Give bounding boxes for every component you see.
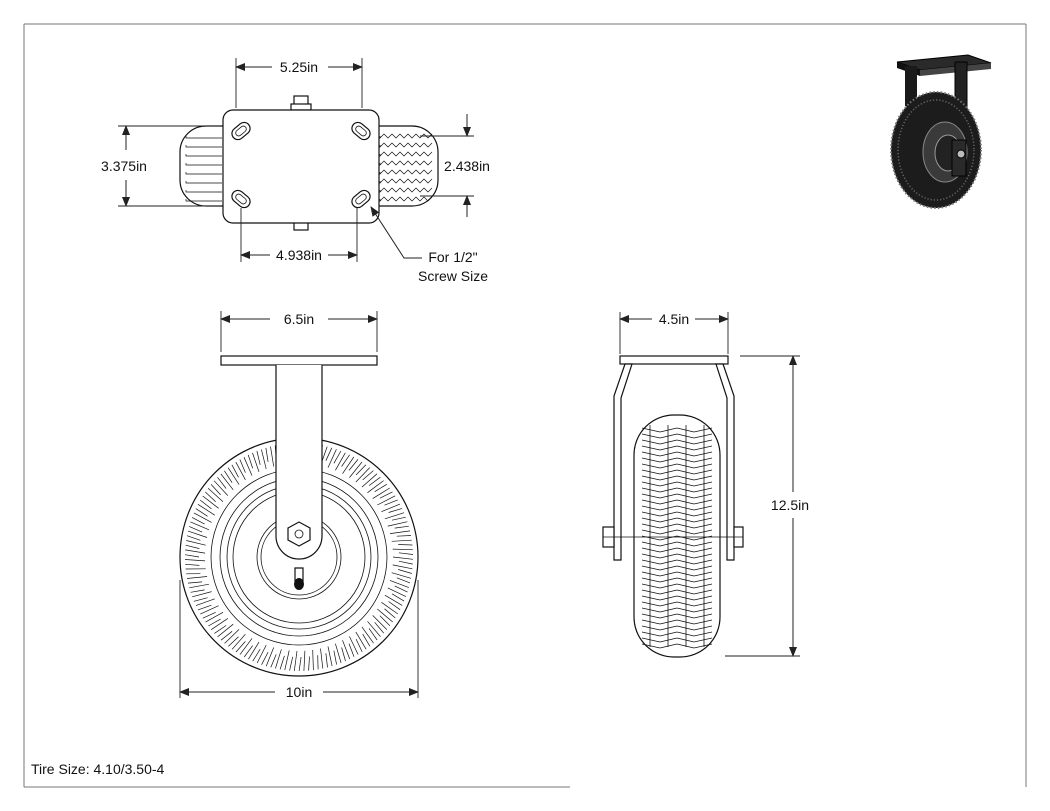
dim-top-hole-spacing-width: 4.938in xyxy=(276,247,322,263)
dim-side-height: 12.5in xyxy=(771,497,809,513)
top-view: 5.25in 3.375in 2.438in 4.938in For 1/2" … xyxy=(101,58,490,284)
caster-isometric-thumbnail xyxy=(890,54,992,209)
dim-top-plate-width: 5.25in xyxy=(280,59,318,75)
dim-top-hole-spacing-depth: 2.438in xyxy=(444,158,490,174)
side-view: 4.5in 12.5in xyxy=(602,311,809,658)
dim-side-width: 4.5in xyxy=(659,311,689,327)
mounting-slots xyxy=(231,121,371,209)
tire-size-note: Tire Size: 4.10/3.50-4 xyxy=(31,761,165,777)
dim-front-plate-width: 6.5in xyxy=(284,311,314,327)
sheet-border xyxy=(23,23,1027,788)
dim-top-overall-depth: 3.375in xyxy=(101,158,147,174)
note-screw-line1: For 1/2" xyxy=(428,249,477,265)
note-screw-line2: Screw Size xyxy=(418,268,488,284)
top-plate xyxy=(222,109,380,224)
dim-front-wheel-diameter: 10in xyxy=(286,684,312,700)
side-top-plate xyxy=(619,355,729,365)
front-fork-leg xyxy=(275,365,323,560)
side-tire-tread xyxy=(641,425,713,649)
top-view-tread xyxy=(185,133,433,202)
front-view: 6.5in 10in xyxy=(179,311,419,700)
front-top-plate xyxy=(220,355,378,366)
